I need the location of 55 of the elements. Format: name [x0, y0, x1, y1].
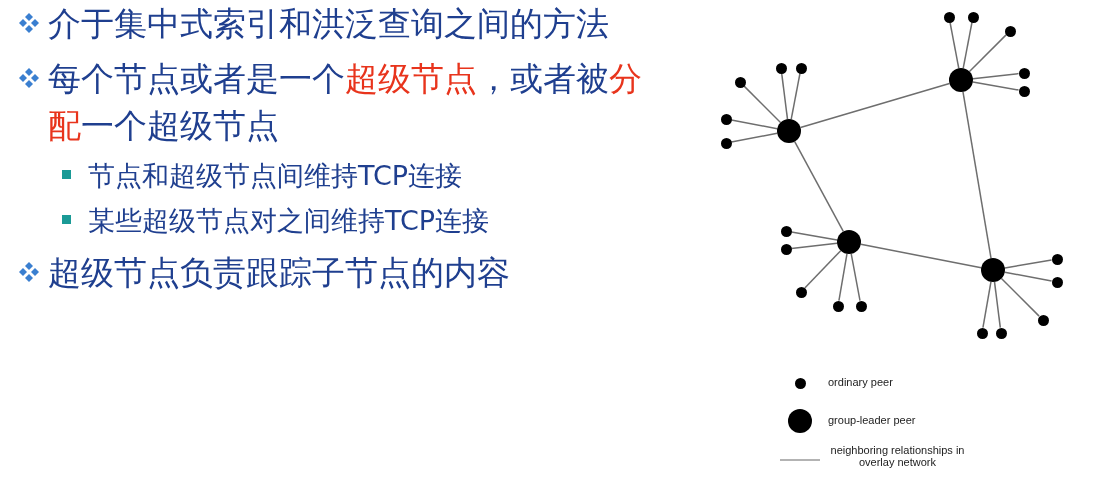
peer-dot: [775, 62, 787, 74]
peer-dot: [795, 286, 807, 298]
peer-dot: [1051, 253, 1063, 265]
bullet-text: 超级节点负责跟踪子节点的内容: [48, 252, 511, 294]
connector-line: [1004, 259, 1053, 269]
connector-line: [799, 82, 951, 129]
connector-line: [972, 72, 1020, 80]
peer-dot: [780, 225, 792, 237]
peer-dot: [720, 137, 732, 149]
connector-line: [804, 249, 842, 289]
connector-line: [982, 281, 992, 329]
group-leader-dot: [777, 119, 801, 143]
peer-dot: [855, 300, 867, 312]
peer-dot: [995, 327, 1007, 339]
connector-line: [790, 242, 838, 250]
connector-line: [850, 253, 861, 302]
connector-line: [962, 21, 973, 69]
peer-dot: [832, 300, 844, 312]
legend-text: ordinary peer: [828, 376, 894, 388]
group-leader-dot: [837, 230, 861, 254]
peer-dot: [1051, 276, 1063, 288]
bullet-text: 某些超级节点对之间维持TCP连接: [88, 204, 491, 238]
connector-line: [730, 132, 778, 143]
bullet-text: 介于集中式索引和洪泛查询之间的方法: [48, 3, 610, 45]
peer-dot: [720, 113, 732, 125]
connector-line: [962, 91, 992, 259]
group-leader-dot: [981, 258, 1005, 282]
peer-dot: [976, 327, 988, 339]
connector-line: [743, 85, 782, 124]
peer-dot: [967, 11, 979, 23]
connector-line: [780, 72, 789, 120]
peer-dot: [1004, 25, 1016, 37]
peer-dot: [1018, 85, 1030, 97]
legend-text: group-leader peer: [828, 414, 917, 426]
connector-line: [968, 34, 1007, 73]
connector-line: [838, 253, 848, 302]
connector-line: [949, 21, 960, 69]
connector-line: [993, 281, 1002, 329]
peer-dot: [795, 62, 807, 74]
connector-line: [730, 119, 778, 130]
peer-dot: [780, 243, 792, 255]
connector-line: [790, 72, 801, 120]
peer-dot: [1018, 67, 1030, 79]
legend-text: neighboring relationships in overlay network: [829, 444, 966, 468]
connector-line: [1000, 277, 1040, 317]
peer-dot: [943, 11, 955, 23]
connector-line: [1004, 271, 1053, 282]
peer-dot: [734, 76, 746, 88]
bullet-text: 节点和超级节点间维持TCP连接: [88, 159, 464, 193]
connector-line: [793, 140, 845, 233]
group-leader-dot: [949, 68, 973, 92]
peer-dot: [1037, 314, 1049, 326]
connector-line: [972, 81, 1020, 91]
connector-line: [860, 243, 982, 269]
bullet-text: 每个节点或者是一个超级节点，或者被分配一个超级节点: [48, 58, 643, 147]
